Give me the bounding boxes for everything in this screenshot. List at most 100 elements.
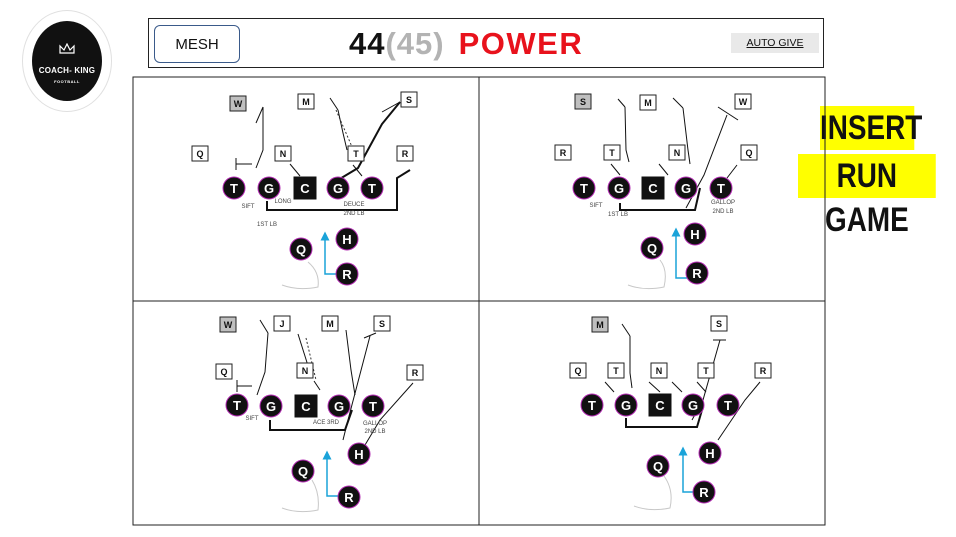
svg-text:G: G <box>266 399 276 414</box>
mesh-arc <box>281 261 319 290</box>
svg-text:S: S <box>716 319 722 329</box>
defender-s: S <box>373 315 391 332</box>
svg-text:R: R <box>342 267 352 282</box>
play-title: 44(45)POWER <box>349 25 583 63</box>
crown-icon <box>59 43 75 54</box>
block-line <box>329 97 339 111</box>
svg-text:S: S <box>580 97 586 107</box>
block-line <box>363 332 377 339</box>
svg-text:G: G <box>614 181 624 196</box>
assignment-note: 2ND LB <box>712 209 733 215</box>
svg-text:R: R <box>402 149 409 159</box>
defender-t: T <box>347 145 365 162</box>
svg-text:T: T <box>609 148 615 158</box>
block-line <box>624 106 630 163</box>
svg-text:R: R <box>412 368 419 378</box>
block-line <box>625 409 703 428</box>
block-line <box>259 319 269 334</box>
offense-g: G <box>327 394 351 418</box>
svg-text:J: J <box>279 319 284 329</box>
defender-s: S <box>400 91 418 108</box>
block-line <box>717 381 761 441</box>
block-line <box>658 163 669 176</box>
offense-h: H <box>347 442 371 466</box>
svg-text:R: R <box>344 490 354 505</box>
svg-text:N: N <box>656 366 663 376</box>
defender-t: T <box>697 362 715 379</box>
svg-text:T: T <box>233 398 241 413</box>
offense-g: G <box>259 394 283 418</box>
offense-t: T <box>225 393 249 417</box>
svg-text:T: T <box>353 149 359 159</box>
block-line <box>617 98 626 108</box>
svg-text:C: C <box>655 398 665 413</box>
svg-text:H: H <box>342 232 351 247</box>
assignment-note: SIFT <box>590 203 603 209</box>
offense-g: G <box>614 393 638 417</box>
defender-r: R <box>554 144 572 161</box>
block-line <box>352 164 363 177</box>
defender-r: R <box>754 362 772 379</box>
svg-text:G: G <box>681 181 691 196</box>
defender-n: N <box>650 362 668 379</box>
defender-t: T <box>607 362 625 379</box>
block-line <box>726 164 738 179</box>
auto-give-link[interactable]: AUTO GIVE <box>731 33 819 53</box>
block-line <box>671 381 683 393</box>
svg-text:T: T <box>580 181 588 196</box>
insert-label: INSERT <box>820 106 922 150</box>
block-line <box>648 381 661 393</box>
offense-t: T <box>361 394 385 418</box>
offense-c: C <box>648 393 672 417</box>
logo-badge: COACH- KING FOOTBALL <box>32 21 102 101</box>
svg-text:Q: Q <box>745 148 752 158</box>
svg-text:G: G <box>621 398 631 413</box>
svg-text:Q: Q <box>296 242 306 257</box>
mesh-arc <box>627 259 666 290</box>
assignment-note: 1ST LB <box>608 212 628 218</box>
svg-text:T: T <box>613 366 619 376</box>
assignment-note: GALLOP <box>363 421 387 427</box>
offense-t: T <box>222 176 246 200</box>
defender-r: R <box>396 145 414 162</box>
offense-c: C <box>641 176 665 200</box>
svg-text:T: T <box>588 398 596 413</box>
svg-text:Q: Q <box>574 366 581 376</box>
svg-text:T: T <box>724 398 732 413</box>
assignment-note: LONG <box>274 199 291 205</box>
block-line <box>364 382 414 446</box>
offense-c: C <box>293 176 317 200</box>
assignment-note: 2ND LB <box>364 429 385 435</box>
svg-text:T: T <box>369 399 377 414</box>
defender-m: M <box>297 93 315 110</box>
logo-text: COACH- KING <box>38 66 96 75</box>
offense-t: T <box>360 176 384 200</box>
block-line <box>289 163 301 177</box>
logo-subtext: FOOTBALL <box>54 79 80 84</box>
defender-n: N <box>274 145 292 162</box>
svg-text:T: T <box>230 181 238 196</box>
svg-text:T: T <box>717 181 725 196</box>
svg-text:T: T <box>368 181 376 196</box>
assignment-note: 2ND LB <box>343 211 364 217</box>
offense-g: G <box>674 176 698 200</box>
svg-text:W: W <box>739 97 748 107</box>
svg-text:H: H <box>705 446 714 461</box>
offense-r: R <box>692 480 716 504</box>
defender-w: W <box>734 93 752 110</box>
svg-text:G: G <box>264 181 274 196</box>
block-line <box>682 107 691 165</box>
offense-r: R <box>335 262 359 286</box>
defender-t: T <box>603 144 621 161</box>
block-line <box>619 187 701 211</box>
svg-text:H: H <box>354 447 363 462</box>
svg-text:C: C <box>648 181 658 196</box>
svg-text:Q: Q <box>647 241 657 256</box>
mesh-button[interactable]: MESH <box>154 25 240 63</box>
run-game-label: RUN GAME <box>798 154 936 239</box>
svg-text:N: N <box>674 148 681 158</box>
svg-text:Q: Q <box>298 464 308 479</box>
svg-text:Q: Q <box>196 149 203 159</box>
